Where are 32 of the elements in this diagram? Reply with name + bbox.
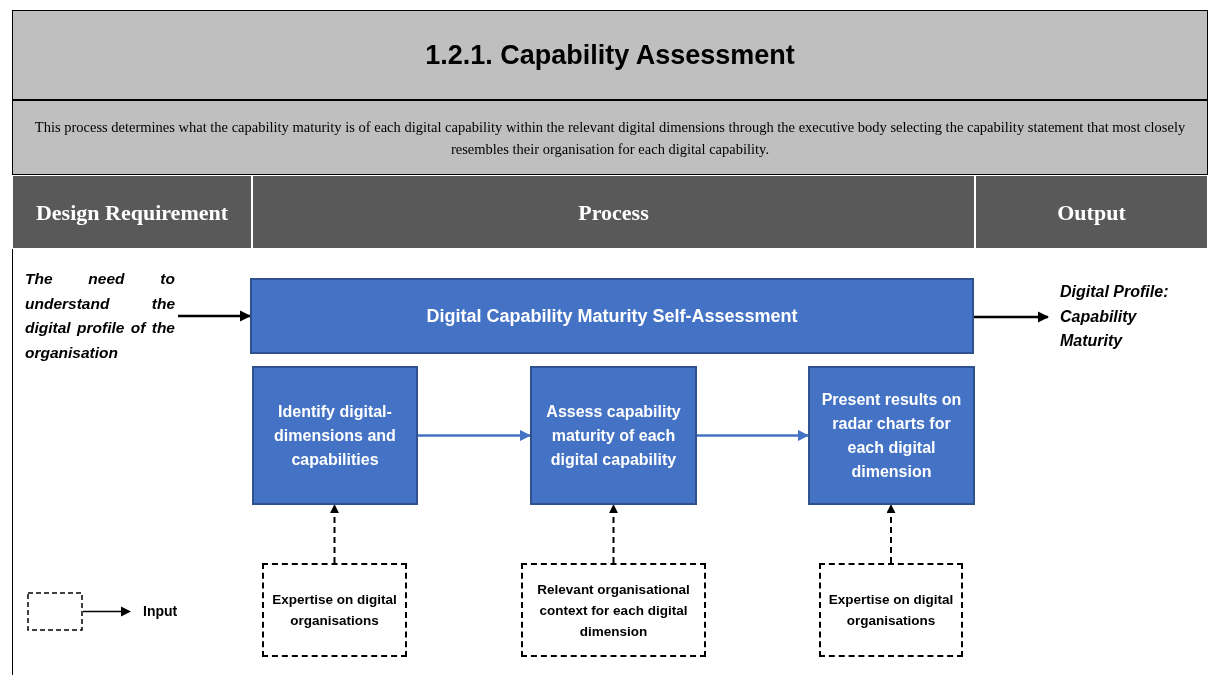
output-text: Digital Profile: Capability Maturity — [1048, 280, 1198, 354]
legend-label: Input — [143, 602, 178, 621]
description-text: This process determines what the capability maturity is of each digital capability within the relevant digital dimensions through the executive body selecting the capability statement that most closely resembles their organisation for each digital capability. — [33, 117, 1187, 159]
header-cell — [12, 175, 252, 249]
arrow — [697, 429, 810, 442]
box-text: Digital Capability Maturity Self-Assessment — [426, 304, 798, 328]
arrow — [418, 429, 532, 442]
header-cell — [975, 175, 1208, 249]
input-box — [521, 563, 706, 657]
box-text: Expertise on digital organisations — [827, 591, 955, 630]
box-text: Expertise on digital organisations — [271, 591, 398, 630]
requirement-text: The need to understand the digital profile of the organisation — [25, 266, 175, 366]
box-text: Assess capability maturity of each digital capability — [545, 401, 682, 470]
input-box — [819, 563, 963, 657]
process-step-box — [530, 366, 697, 505]
box-text: Identify digital-dimensions and capabilities — [273, 401, 397, 470]
arrow — [609, 504, 618, 564]
arrow — [178, 310, 252, 322]
arrow — [974, 311, 1050, 323]
input-box — [262, 563, 407, 657]
header-text: Design Requirement — [35, 198, 229, 227]
process-box — [250, 278, 974, 354]
header-cell — [252, 175, 975, 249]
header-text: Process — [578, 198, 649, 227]
header-text: Output — [1057, 198, 1126, 227]
process-step-box — [252, 366, 418, 505]
arrow — [886, 504, 896, 564]
title: 1.2.1. Capability Assessment — [425, 38, 795, 72]
box-text: Relevant organisational context for each digital dimension — [536, 580, 691, 641]
process-step-box — [808, 366, 975, 505]
arrow — [330, 504, 339, 564]
box-text: Present results on radar charts for each digital dimension — [820, 389, 963, 482]
